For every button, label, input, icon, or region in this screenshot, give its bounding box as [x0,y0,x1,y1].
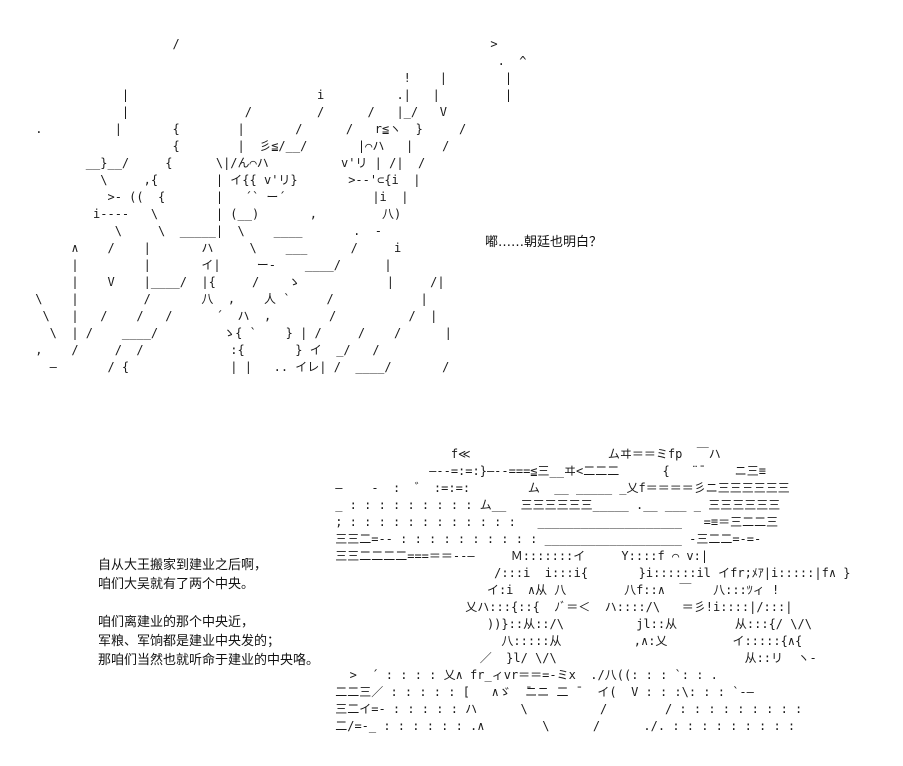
speech-line: 那咱们当然也就听命于建业的中央咯。 [98,653,320,668]
ascii-art-soldiers: f≪ ムヰ＝＝ミfp ￣ハ ―--=:=:}―--===≦三__ヰ<二二二 { … [335,447,851,733]
speech-line: 咱们大吴就有了两个中央。 [98,577,255,592]
speech-line [98,594,319,613]
speech-text-top: 嘟……朝廷也明白？ [485,235,603,250]
ascii-art-figures: / > . ^ ! | | | [35,37,527,374]
speech-text-bottom: 自从大王搬家到建业之后啊， 咱们大吴就有了两个中央。 咱们离建业的那个中央近， … [98,556,319,670]
speech-line: 自从大王搬家到建业之后啊， [98,558,268,573]
speech-line: 咱们离建业的那个中央近， [98,615,255,630]
speech-line: 军粮、军饷都是建业中央发的； [98,634,281,649]
